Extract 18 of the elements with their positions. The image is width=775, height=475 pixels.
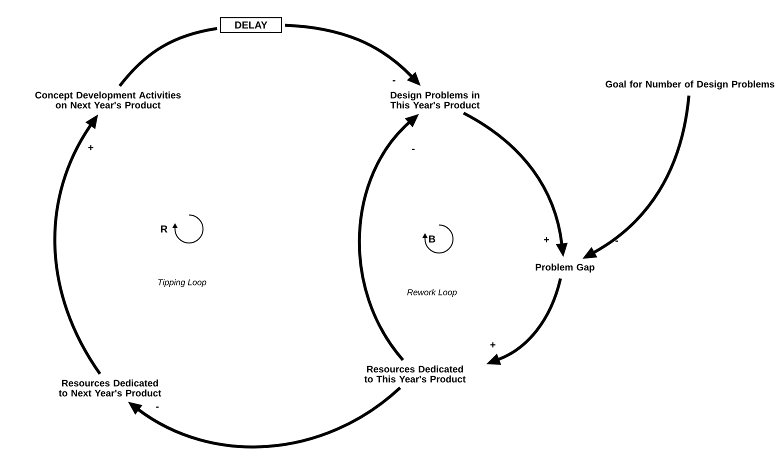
polarity-sign: - <box>615 240 618 242</box>
polarity-sign: - <box>392 80 396 82</box>
variable-label: Concept Development Activities on Next Year's Product <box>35 92 181 108</box>
polarity-sign: - <box>156 406 159 408</box>
polarity-sign: - <box>412 148 415 150</box>
delay-box: DELAY <box>220 17 282 33</box>
polarity-sign: + <box>88 145 94 150</box>
polarity-sign: + <box>490 342 496 348</box>
loop-name: Rework Loop <box>407 289 457 297</box>
variable-label: Design Problems in This Year's Product <box>390 92 480 108</box>
variable-label: Goal for Number of Design Problems <box>606 80 774 90</box>
variable-label: Problem Gap <box>536 264 594 272</box>
polarity-sign: + <box>544 237 550 242</box>
loop-type-letter: R <box>161 226 168 232</box>
loop-name: Tipping Loop <box>158 279 206 287</box>
loop-type-letter: B <box>429 236 436 242</box>
variable-label: Resources Dedicated to This Year's Product <box>364 366 466 382</box>
variable-label: Resources Dedicated to Next Year's Product <box>58 380 162 396</box>
